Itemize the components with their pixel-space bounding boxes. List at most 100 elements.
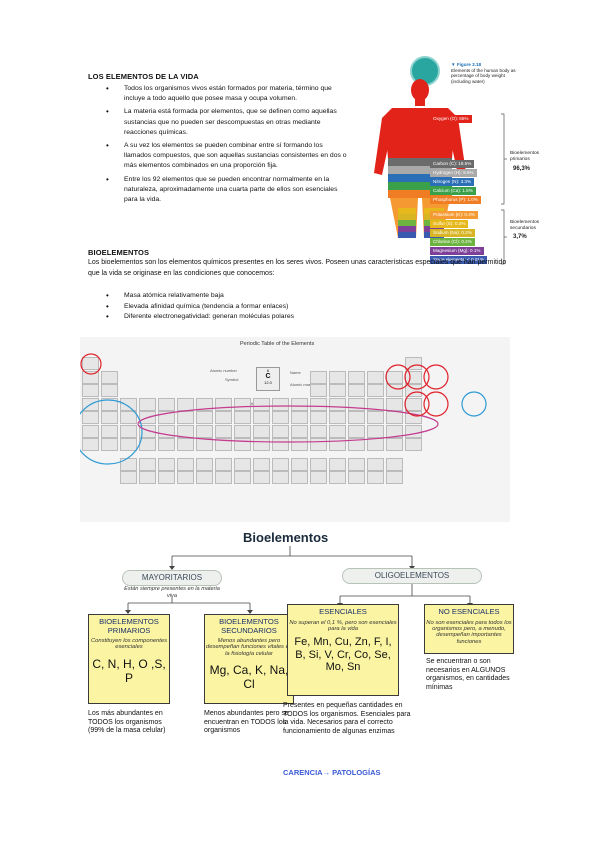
periodic-cell <box>310 457 327 471</box>
periodic-cell <box>139 457 156 471</box>
box-elements: Fe, Mn, Cu, Zn, F, I, B, Si, V, Cr, Co, … <box>294 636 392 674</box>
element-label: Oxygen (O): 65% <box>430 115 472 123</box>
periodic-cell <box>120 438 137 451</box>
box-primarios: BIOELEMENTOS PRIMARIOS Constituyen los c… <box>88 614 170 704</box>
primary-brace-value: 96,3% <box>513 166 531 172</box>
periodic-cell <box>82 411 99 424</box>
periodic-cell <box>348 457 365 471</box>
mayoritarios-pill: MAYORITARIOS <box>122 570 222 586</box>
elementos-bullets: Todos los organismos vivos están formado… <box>88 84 350 208</box>
periodic-cell <box>101 424 118 438</box>
bullet-item: Todos los organismos vivos están formado… <box>88 84 350 104</box>
periodic-cell <box>329 370 346 384</box>
box-title: BIOELEMENTOS PRIMARIOS <box>99 617 159 635</box>
legend-name: Name <box>290 370 301 375</box>
periodic-cell <box>272 438 289 451</box>
key-number: 6 <box>266 368 270 373</box>
note-no-esenciales: Se encuentran o son necesarios en ALGUNO… <box>426 658 510 691</box>
human-body-figure: ▼ Figure 3.18 Elements of the human body… <box>362 48 562 265</box>
periodic-cell <box>253 397 270 411</box>
periodic-cell <box>234 424 251 438</box>
periodic-cell <box>386 471 403 484</box>
element-label: Trace elements: < 0.01% <box>430 256 488 264</box>
periodic-cell <box>120 397 137 411</box>
element-label: Hydrogen (H): 9.5% <box>430 169 477 177</box>
bullet-item: Entre los 92 elementos que se pueden enc… <box>88 175 350 206</box>
carencia-patologias: CARENCIA→ PATOLOGÍAS <box>283 768 381 777</box>
periodic-cell <box>291 411 308 424</box>
periodic-cell <box>234 411 251 424</box>
key-symbol: C <box>265 373 271 380</box>
periodic-cell <box>101 438 118 451</box>
secondary-brace-value: 3,7% <box>513 234 527 240</box>
periodic-cell <box>386 457 403 471</box>
periodic-cell <box>82 424 99 438</box>
element-label: Calcium (Ca): 1.5% <box>430 187 476 195</box>
periodic-cell <box>177 471 194 484</box>
section-title-bioelementos: BIOELEMENTOS <box>88 248 150 257</box>
box-subtitle: Menos abundantes pero desempeñan funcion… <box>205 638 293 657</box>
periodic-cell <box>386 438 403 451</box>
periodic-cell <box>405 411 422 424</box>
secondary-brace-label: Bioelementos secundarios <box>510 220 540 231</box>
note-esenciales: Presentes en pequeñas cantidades en TODO… <box>283 702 411 735</box>
periodic-cell <box>310 384 327 397</box>
periodic-cell <box>367 397 384 411</box>
periodic-cell <box>367 471 384 484</box>
element-label: Sulfur (S): 0.3% <box>430 220 469 228</box>
periodic-cell <box>310 471 327 484</box>
box-title: NO ESENCIALES <box>438 607 500 616</box>
periodic-cell <box>348 370 365 384</box>
highlight-circles <box>80 353 487 465</box>
periodic-cell <box>82 438 99 451</box>
element-label: Carbon (C): 18.5% <box>430 160 475 168</box>
element-label: Phosphorus (P): 1.0% <box>430 196 481 204</box>
periodic-cell <box>120 424 137 438</box>
bullet-item: Diferente electronegatividad: generan mo… <box>88 312 508 322</box>
periodic-cell <box>329 471 346 484</box>
box-subtitle: No superan el 0,1 %, pero son esenciales… <box>289 619 397 632</box>
oligoelementos-pill: OLIGOELEMENTOS <box>342 568 482 584</box>
periodic-cell <box>310 411 327 424</box>
legend-atomic-number: Atomic number <box>210 368 237 373</box>
primary-brace-label: Bioelementos primarios <box>510 151 540 162</box>
periodic-cell <box>310 370 327 384</box>
periodic-table-image: Periodic Table of the Elements 6 C 12.0 … <box>80 337 510 522</box>
periodic-cell <box>367 370 384 384</box>
periodic-cell <box>310 397 327 411</box>
periodic-cell <box>196 397 213 411</box>
periodic-cell <box>253 424 270 438</box>
periodic-cell <box>348 424 365 438</box>
periodic-cell <box>196 424 213 438</box>
box-elements: C, N, H, O ,S, P <box>92 656 166 685</box>
bioelementos-intro: Los bioelementos son los elementos quími… <box>88 259 507 277</box>
legend-atomic-mass: Atomic mass <box>290 382 313 387</box>
periodic-cell <box>120 411 137 424</box>
box-no-esenciales: NO ESENCIALES No son esenciales para tod… <box>424 604 514 654</box>
periodic-cell <box>291 438 308 451</box>
figure-caption-text: Elements of the human body as percentage… <box>451 67 516 84</box>
periodic-cell <box>158 397 175 411</box>
periodic-cell <box>272 411 289 424</box>
diagram-title: Bioelementos <box>243 530 329 545</box>
periodic-cell <box>253 457 270 471</box>
periodic-cell <box>329 411 346 424</box>
periodic-cell <box>234 457 251 471</box>
element-label: Chlorine (Cl): 0.2% <box>430 238 475 246</box>
section-title-elementos: LOS ELEMENTOS DE LA VIDA <box>88 72 199 81</box>
periodic-cell <box>367 384 384 397</box>
periodic-cell <box>196 471 213 484</box>
periodic-cell <box>234 471 251 484</box>
figure-caption: ▼ Figure 3.18 Elements of the human body… <box>451 62 521 84</box>
periodic-cell <box>348 411 365 424</box>
brace-icon <box>501 113 507 265</box>
periodic-cell <box>177 438 194 451</box>
periodic-cell <box>405 384 422 397</box>
periodic-cell <box>215 471 232 484</box>
periodic-cell <box>177 411 194 424</box>
element-label: Nitrogen (N): 3.3% <box>430 178 475 186</box>
periodic-cell <box>272 457 289 471</box>
periodic-cell <box>101 384 118 397</box>
periodic-cell <box>253 471 270 484</box>
periodic-cell <box>329 424 346 438</box>
